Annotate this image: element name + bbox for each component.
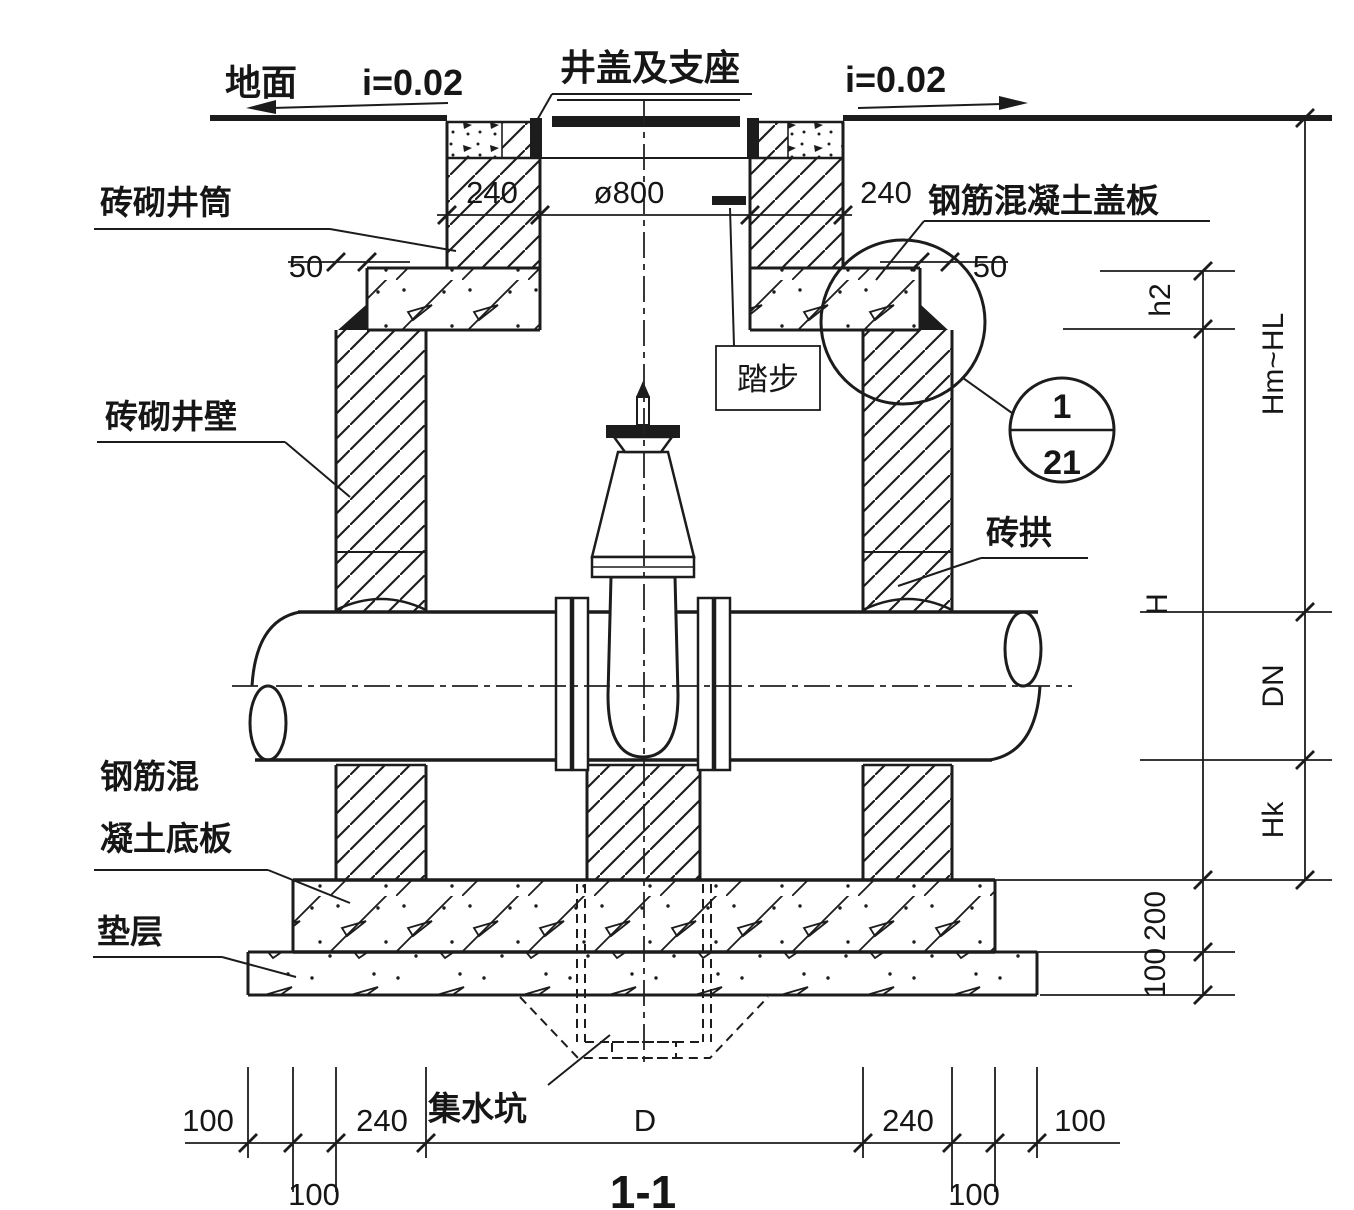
plate-offset-left-dim: 50 xyxy=(289,249,323,284)
cover-depth-dim: Hm~HL xyxy=(1257,313,1290,416)
brick-arch-right xyxy=(862,597,953,612)
slab-thickness-dim: 200 xyxy=(1139,891,1172,941)
bottom-edge-right-dim: 100 xyxy=(1054,1103,1106,1138)
cushion-label: 垫层 xyxy=(97,913,163,950)
slope-arrow-left xyxy=(246,100,276,114)
brick-arch-label: 砖拱 xyxy=(986,514,1052,551)
valve-stem-tip xyxy=(636,381,650,397)
valve-bonnet xyxy=(590,450,696,559)
centerlines xyxy=(232,100,1072,1065)
shaft-wall-right-dim: 240 xyxy=(860,175,912,210)
bottom-inner-width-dim: D xyxy=(634,1103,656,1138)
steps-label-box xyxy=(715,345,821,411)
plate-offset-right-dim: 50 xyxy=(973,249,1007,284)
manhole-cover-slab xyxy=(552,116,740,127)
rc-cover-plate-label: 钢筋混凝土盖板 xyxy=(928,182,1159,219)
cushion-thickness-dim: 100 xyxy=(1139,948,1172,998)
plate-thickness-dim: h2 xyxy=(1144,283,1177,316)
shaft-diameter-dim: ø800 xyxy=(594,175,665,210)
annotation-text: 地面 i=0.02 井盖及支座 i=0.02 砖砌井筒 240 ø800 240… xyxy=(97,47,1290,1210)
shaft-wall-left-dim: 240 xyxy=(466,175,518,210)
brick-wall-label: 砖砌井壁 xyxy=(105,398,237,435)
detail-number: 1 xyxy=(1053,388,1072,426)
pipe-end-left xyxy=(248,684,288,762)
detail-sheet: 21 xyxy=(1043,444,1081,482)
detail-highlight-circle xyxy=(819,238,987,406)
bottom-wall-right-dim: 240 xyxy=(882,1103,934,1138)
valve-stem-cap xyxy=(606,425,680,438)
rc-bottom-plate-label-2: 凝土底板 xyxy=(100,820,232,857)
brick-shaft-label: 砖砌井筒 xyxy=(100,184,232,221)
bottom-edge-left-dim: 100 xyxy=(182,1103,234,1138)
manhole-cover-label: 井盖及支座 xyxy=(560,47,740,88)
dimension-graphics xyxy=(185,108,1332,1192)
pipe-dn-dim: DN xyxy=(1257,664,1290,707)
annotation-leaders xyxy=(93,93,1210,1086)
step-iron xyxy=(712,196,746,205)
gate-valve xyxy=(554,381,732,772)
steps-label: 踏步 xyxy=(737,362,799,397)
hk-dim: Hk xyxy=(1257,801,1290,839)
slope-right-label: i=0.02 xyxy=(845,59,946,100)
ground-label: 地面 xyxy=(225,62,297,103)
sump-label: 集水坑 xyxy=(427,1090,527,1127)
bottom-ledge-left-dim: 100 xyxy=(288,1177,340,1210)
pipe-end-right xyxy=(1003,610,1043,688)
valve-body xyxy=(606,575,680,759)
bottom-wall-left-dim: 240 xyxy=(356,1103,408,1138)
section-title: 1-1 xyxy=(610,1166,676,1210)
well-height-dim: H xyxy=(1141,593,1174,615)
slope-left-label: i=0.02 xyxy=(362,62,463,103)
slope-arrow-right xyxy=(999,96,1028,110)
brick-arch-left xyxy=(335,597,427,612)
rc-bottom-plate-label-1: 钢筋混 xyxy=(100,758,199,795)
bottom-ledge-right-dim: 100 xyxy=(948,1177,1000,1210)
